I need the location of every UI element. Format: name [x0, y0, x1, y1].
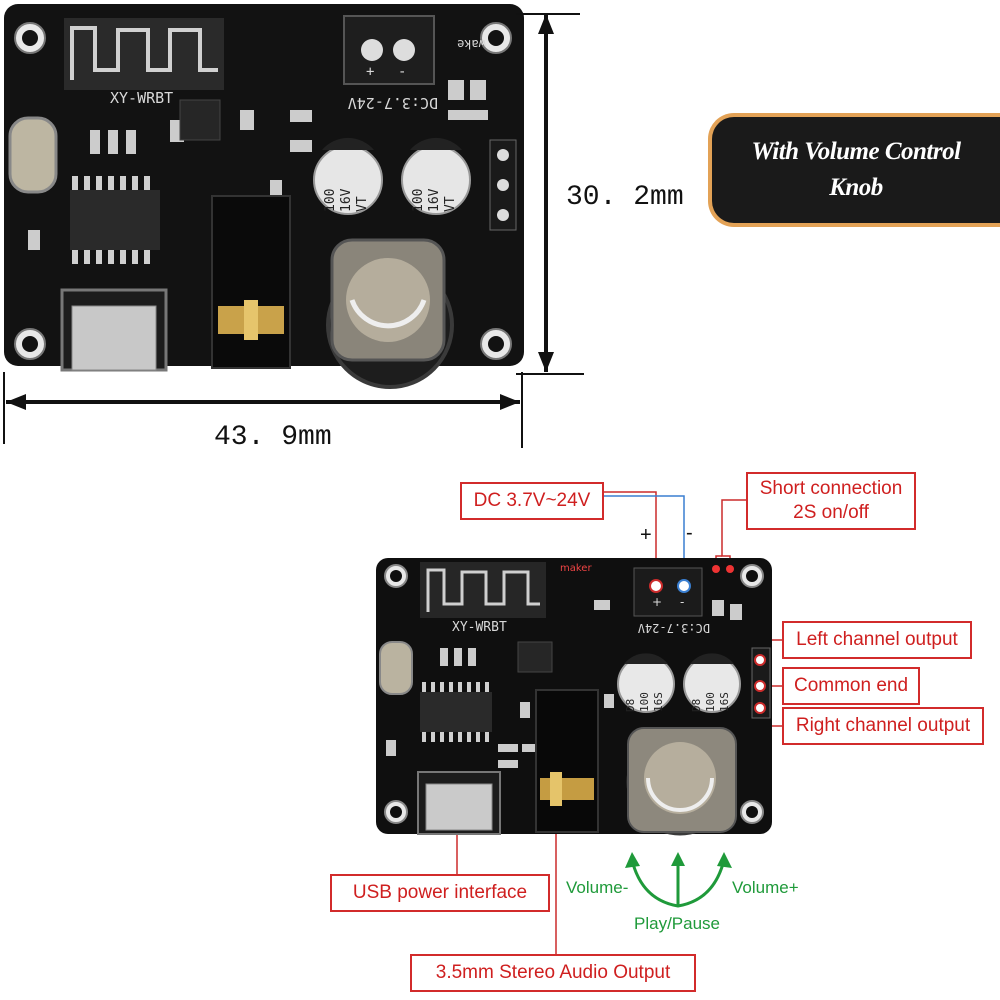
svg-text:maker: maker: [560, 563, 592, 574]
usb-power-callout: USB power interface: [330, 874, 550, 912]
svg-text:XY-WRBT: XY-WRBT: [452, 620, 507, 635]
svg-text:XY-WRBT: XY-WRBT: [110, 89, 173, 107]
short-connection-callout: Short connection 2S on/off: [746, 472, 916, 530]
volume-plus-label: Volume+: [732, 878, 799, 897]
positive-sign: +: [640, 524, 652, 546]
svg-text:D8: D8: [624, 699, 637, 712]
svg-text:DC:3.7-24V: DC:3.7-24V: [348, 94, 438, 112]
svg-text:+: +: [652, 595, 662, 609]
svg-text:-: -: [398, 64, 406, 80]
svg-text:+: +: [366, 64, 374, 80]
right-channel-callout: Right channel output: [782, 707, 984, 745]
svg-text:DC:3.7-24V: DC:3.7-24V: [638, 621, 710, 635]
width-dimension-label: 43. 9mm: [214, 422, 332, 453]
svg-text:100: 100: [411, 189, 426, 212]
svg-text:-: -: [680, 595, 684, 609]
svg-text:wake: wake: [457, 37, 486, 51]
svg-text:16V: 16V: [427, 188, 442, 212]
svg-text:100: 100: [638, 692, 651, 712]
negative-sign: -: [686, 522, 693, 544]
svg-text:100: 100: [704, 692, 717, 712]
short-connection-line-2: 2S on/off: [793, 502, 869, 523]
svg-text:16S: 16S: [652, 692, 665, 712]
short-connection-line-1: Short connection: [759, 478, 903, 499]
audio-output-callout: 3.5mm Stereo Audio Output: [410, 954, 696, 992]
svg-text:D8: D8: [690, 699, 703, 712]
dc-voltage-callout: DC 3.7V~24V: [460, 482, 604, 520]
volume-minus-label: Volume-: [566, 878, 629, 897]
svg-text:VT: VT: [355, 196, 370, 212]
common-end-callout: Common end: [782, 667, 920, 705]
svg-text:16V: 16V: [339, 188, 354, 212]
svg-text:16S: 16S: [718, 692, 731, 712]
svg-text:100: 100: [323, 189, 338, 212]
height-dimension-label: 30. 2mm: [566, 182, 684, 213]
svg-text:VT: VT: [443, 196, 458, 212]
left-channel-callout: Left channel output: [782, 621, 972, 659]
play-pause-label: Play/Pause: [634, 914, 720, 933]
